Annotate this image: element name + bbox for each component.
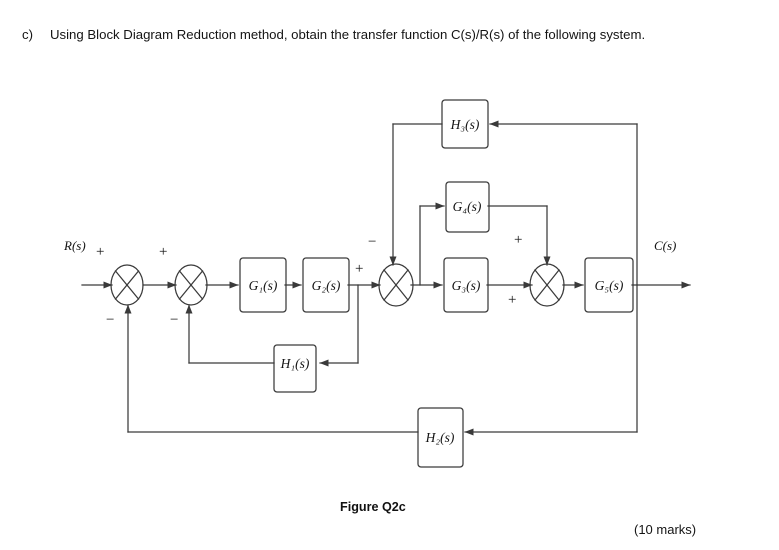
signal-label-input: R(s) [63,238,86,253]
block-diagram-figure: G₁(s) G₂(s) G₃(s) G₄(s) G₅(s) H₁(s) H₂(s… [0,78,779,478]
sum2-cross-b [178,270,204,300]
sign-sum4-plus-left: + [508,292,516,308]
sign-sum3-plus: + [355,261,363,277]
block-g1 [239,257,287,313]
question-label: c) [22,27,33,42]
block-h2 [417,407,464,468]
figure-caption: Figure Q2c [340,500,406,514]
sign-sum1-minus: − [106,312,114,328]
sum4-cross-b [534,269,560,301]
summing-junction-3 [378,263,414,307]
summing-junction-2 [174,264,208,306]
question-paragraph: c) Using Block Diagram Reduction method,… [22,26,742,45]
question-text: Using Block Diagram Reduction method, ob… [50,27,646,42]
sign-sum2-plus: + [159,244,167,260]
sum3-cross-b [383,269,409,301]
block-g3 [443,257,489,313]
block-h1-label: H₁(s) [280,356,310,371]
block-g4-label: G₄(s) [453,199,482,214]
block-g5 [584,257,634,313]
block-g1-label: G₁(s) [249,278,278,293]
marks-label: (10 marks) [634,522,697,537]
block-h1 [273,344,317,393]
block-g4 [445,181,490,233]
sign-sum2-minus: − [170,312,178,328]
block-h2-label: H₂(s) [425,430,455,445]
summing-junction-1 [110,264,144,306]
block-g3-label: G₃(s) [452,278,481,293]
block-g5-label: G₅(s) [595,278,624,293]
block-g2 [302,257,350,313]
block-h3 [441,99,489,149]
sum1-cross-b [114,270,140,300]
signal-label-output: C(s) [654,238,676,253]
sign-sum1-plus: + [96,244,104,260]
block-h3-label: H₃(s) [450,117,480,132]
summing-junction-4 [529,263,565,307]
sign-sum3-minus: − [368,234,376,250]
sign-sum4-plus-top: + [514,232,522,248]
block-g2-label: G₂(s) [312,278,341,293]
